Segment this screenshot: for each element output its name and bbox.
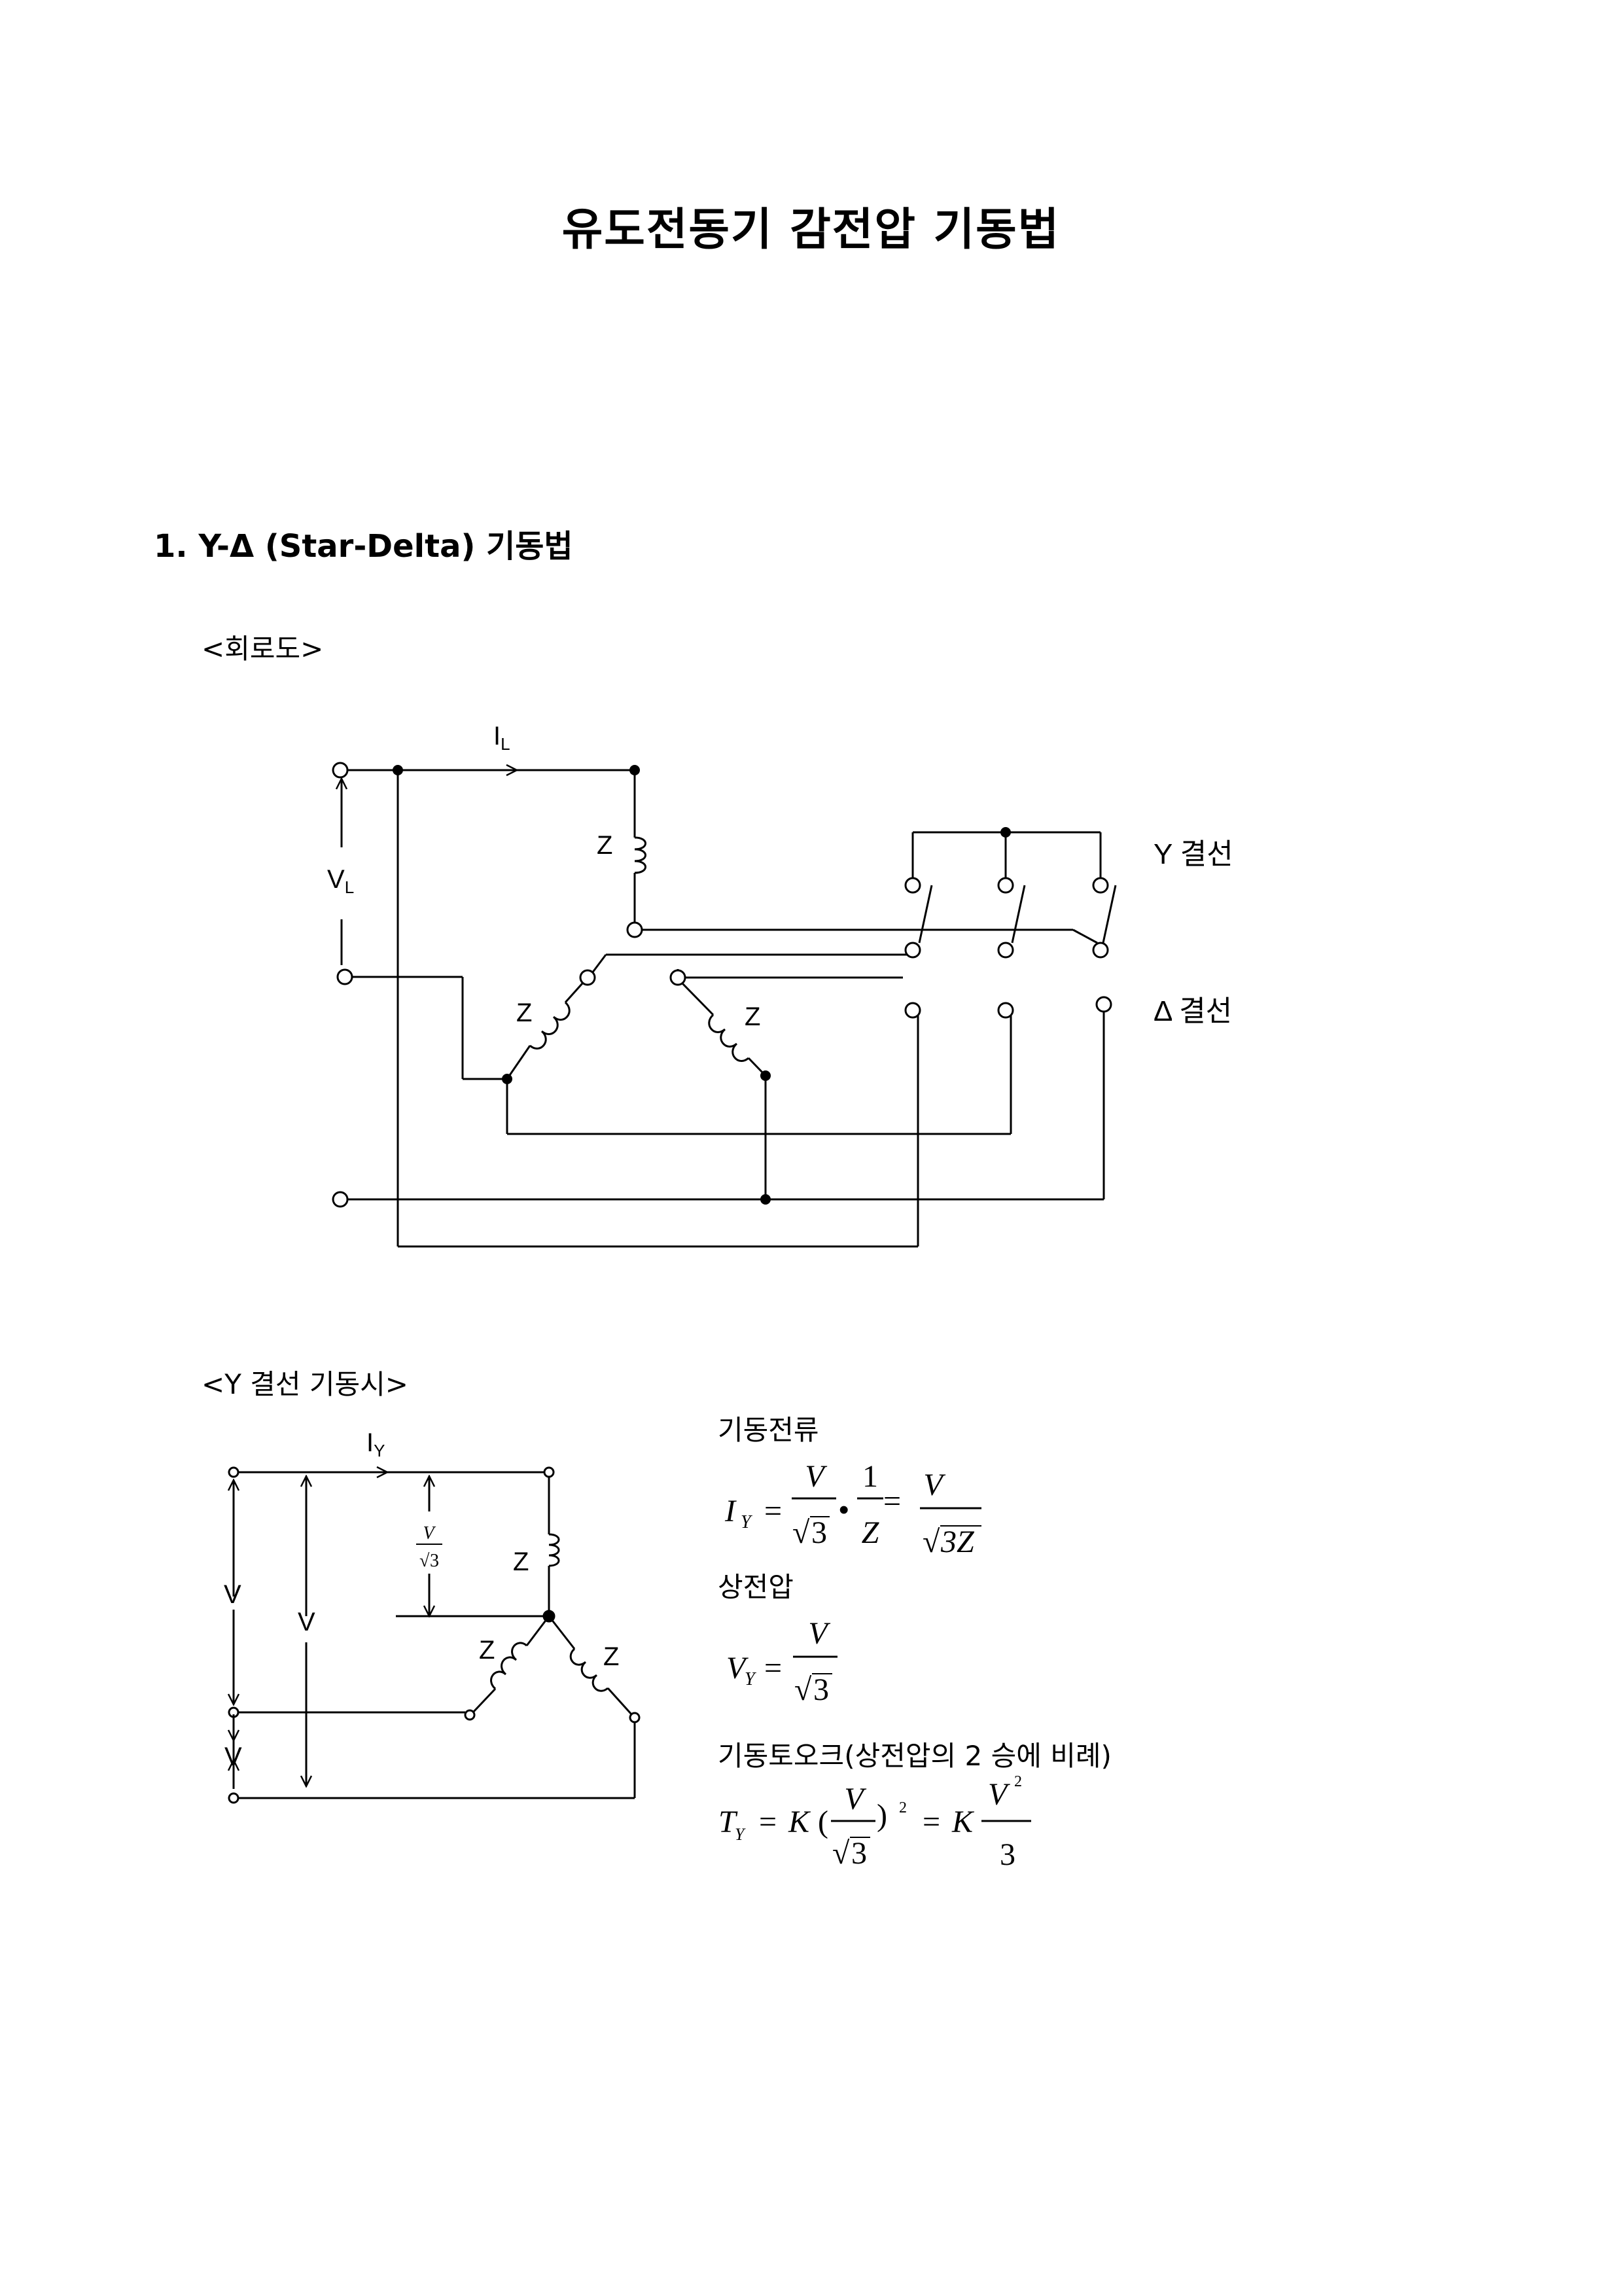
svg-text:1: 1 [862, 1459, 878, 1494]
formula-phase-voltage: V Y = V √ 3 [726, 1616, 837, 1707]
svg-text:3: 3 [1000, 1837, 1015, 1872]
svg-text:•: • [839, 1494, 849, 1526]
svg-text:√: √ [419, 1551, 430, 1571]
line-voltage-label: VL [327, 865, 354, 897]
svg-text:I: I [724, 1494, 737, 1528]
svg-text:√: √ [794, 1672, 812, 1707]
supply-terminal-b [336, 968, 353, 985]
svg-text:V: V [988, 1777, 1010, 1812]
y-phase-voltage-den: 3 [430, 1551, 439, 1571]
switch-blade-2 [1011, 885, 1026, 944]
phase-voltage-label: 상전압 [718, 1571, 794, 1603]
impedance-right-label: Z [745, 1002, 760, 1031]
node-left-coil [579, 969, 596, 986]
svg-text:Y: Y [745, 1669, 757, 1689]
formula-starting-torque: T Y = K ( V √ 3 ) 2 = K V 2 3 [718, 1773, 1031, 1872]
switch-blade-3 [1102, 885, 1117, 944]
y-current-label: IY [366, 1428, 385, 1460]
svg-text:Y: Y [741, 1512, 753, 1532]
impedance-top-label: Z [597, 831, 612, 860]
svg-text:V: V [808, 1616, 830, 1651]
y-voltage-outer: V [224, 1580, 241, 1609]
svg-text:T: T [718, 1805, 738, 1839]
y-start-diagram [229, 1468, 641, 1804]
svg-text:√: √ [792, 1515, 810, 1550]
svg-text:=: = [923, 1805, 940, 1839]
node-right-coil [669, 969, 686, 986]
svg-text:3: 3 [851, 1836, 867, 1871]
svg-text:Y: Y [735, 1825, 746, 1844]
node-top-switch [626, 921, 643, 938]
coil-right [708, 1014, 749, 1062]
y-impedance-left: Z [479, 1636, 495, 1665]
line-current-label: IL [493, 722, 510, 754]
switch-blade-1 [918, 885, 933, 944]
y-start-label: <Y 결선 기동시> [202, 1368, 408, 1400]
svg-text:V: V [923, 1468, 945, 1502]
circuit-diagram [332, 762, 1117, 1248]
svg-text:2: 2 [1014, 1773, 1022, 1790]
y-voltage-bottom: V [224, 1742, 242, 1771]
svg-text:=: = [759, 1805, 777, 1839]
y-connection-label: Y 결선 [1154, 838, 1233, 870]
y-impedance-top: Z [513, 1547, 529, 1576]
coil-top [634, 836, 646, 874]
starting-current-label: 기동전류 [718, 1414, 819, 1446]
svg-text:V: V [726, 1651, 749, 1686]
svg-text:): ) [877, 1798, 887, 1833]
svg-text:V: V [844, 1782, 866, 1816]
svg-text:3Z: 3Z [940, 1525, 975, 1559]
starting-torque-label: 기동토오크(상전압의 2 승에 비례) [718, 1740, 1112, 1772]
delta-connection-label: Δ 결선 [1154, 995, 1232, 1027]
document-title: 유도전동기 감전압 기동법 [561, 204, 1061, 256]
svg-text:K: K [951, 1805, 975, 1839]
y-voltage-inner: V [298, 1608, 315, 1636]
formula-starting-current: I Y = V √ 3 • 1 Z = V √ 3Z [724, 1459, 981, 1559]
svg-text:=: = [764, 1651, 782, 1686]
svg-text:2: 2 [899, 1799, 907, 1816]
svg-text:V: V [805, 1459, 827, 1494]
svg-text:Z: Z [862, 1515, 880, 1550]
circuit-diagram-label: <회로도> [202, 633, 324, 665]
svg-text:3: 3 [811, 1515, 827, 1550]
svg-text:=: = [883, 1484, 901, 1519]
supply-terminal-c [332, 1191, 349, 1208]
y-impedance-right: Z [603, 1642, 619, 1671]
svg-text:=: = [764, 1494, 782, 1528]
y-phase-voltage-num: V [423, 1523, 436, 1544]
supply-terminal-a [332, 762, 349, 779]
svg-text:√: √ [923, 1525, 940, 1559]
svg-text:(: ( [818, 1805, 828, 1839]
coil-left [529, 1001, 571, 1050]
svg-text:√: √ [832, 1836, 850, 1871]
svg-text:3: 3 [813, 1672, 829, 1707]
section-heading: 1. Y-Δ (Star-Delta) 기동법 [154, 528, 573, 565]
impedance-left-label: Z [516, 998, 532, 1027]
svg-text:K: K [788, 1805, 811, 1839]
